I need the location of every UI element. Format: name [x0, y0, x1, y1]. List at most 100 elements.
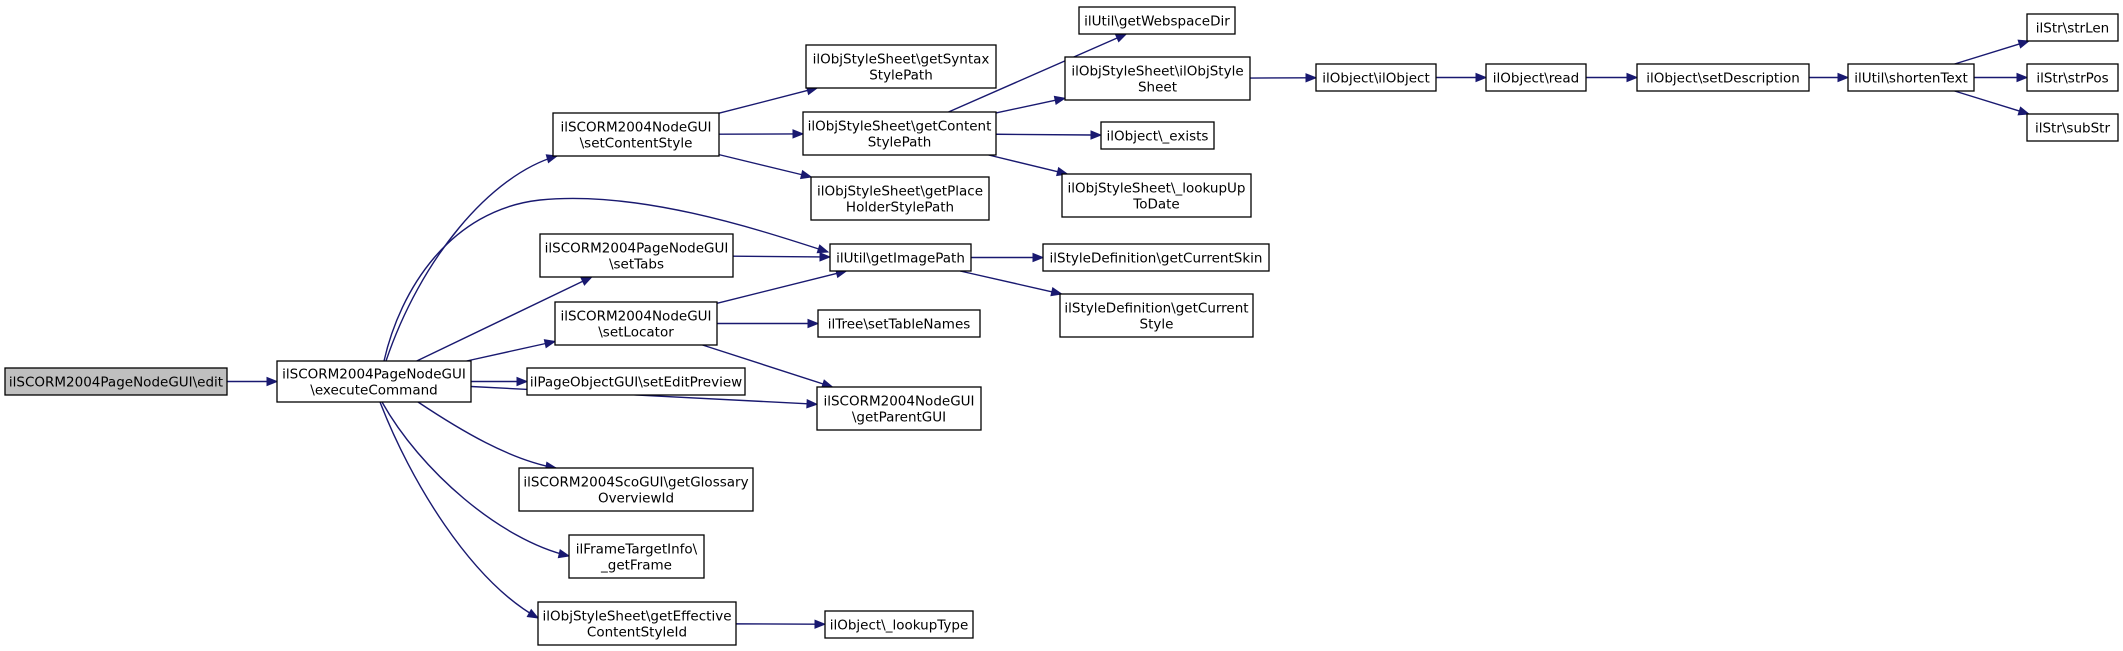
edge-getContentStylePath-to-lookUpToDate-line: [988, 154, 1059, 173]
edge-exec-to-getImagePath-arrowhead: [816, 244, 830, 254]
node-ilObjStyleSheet-box[interactable]: [1064, 56, 1251, 101]
node-setEditPreview-label-0: ilPageObjectGUI\setEditPreview: [530, 375, 742, 391]
node-strPos-box[interactable]: [2026, 63, 2119, 92]
node-getSyntax-box[interactable]: [805, 44, 997, 89]
node-shortenText-box[interactable]: [1847, 63, 1975, 92]
edge-exec-to-getGlossary: [417, 401, 558, 471]
edge-exec-to-getGlossary-line: [417, 401, 557, 469]
edge-getContentStylePath-to-ilObjStyleSheet: [995, 95, 1067, 114]
node-getCurrentStyle-box[interactable]: [1059, 293, 1254, 338]
node-subStr[interactable]: ilStr\subStr: [2026, 113, 2119, 142]
node-getPlaceHolder-label-0: ilObjStyleSheet\getPlace: [817, 184, 983, 200]
edge-ilObject-to-read-arrowhead: [1475, 72, 1488, 83]
node-setTableNames-box[interactable]: [817, 309, 981, 338]
node-shortenText-label-0: ilUtil\shortenText: [1854, 71, 1968, 87]
node-setEditPreview-box[interactable]: [526, 367, 746, 396]
node-edit[interactable]: ilSCORM2004PageNodeGUI\edit: [4, 367, 228, 396]
node-ilObjStyleSheet[interactable]: ilObjStyleSheet\ilObjStyleSheet: [1064, 56, 1251, 101]
node-setLocator-box[interactable]: [554, 301, 718, 346]
node-setTabs-box[interactable]: [539, 233, 734, 278]
edge-shortenText-to-strPos: [1974, 72, 2029, 83]
node-setLocator-label-0: ilSCORM2004NodeGUI: [560, 309, 711, 325]
edge-setDescription-to-shortenText: [1809, 72, 1850, 83]
node-getContentStylePath-label-0: ilObjStyleSheet\getContent: [808, 119, 992, 135]
node-getCurrentStyle-label-1: Style: [1140, 317, 1174, 333]
node-exists-label-0: ilObject\_exists: [1107, 129, 1209, 145]
edge-edit-to-exec-arrowhead: [266, 376, 279, 387]
node-getParentGUI[interactable]: ilSCORM2004NodeGUI\getParentGUI: [816, 386, 982, 431]
node-exists[interactable]: ilObject\_exists: [1100, 121, 1215, 150]
node-lookUpToDate-label-0: ilObjStyleSheet\_lookupUp: [1068, 181, 1246, 197]
node-getWebspaceDir-label-0: ilUtil\getWebspaceDir: [1084, 14, 1230, 30]
node-setContentStyle[interactable]: ilSCORM2004NodeGUI\setContentStyle: [552, 112, 720, 157]
node-read-box[interactable]: [1485, 63, 1587, 92]
edge-getContentStylePath-to-getWebspaceDir-line: [948, 36, 1119, 113]
node-strPos[interactable]: ilStr\strPos: [2026, 63, 2119, 92]
edge-exec-to-getEffective-arrowhead: [526, 608, 540, 619]
node-getEffective[interactable]: ilObjStyleSheet\getEffectiveContentStyle…: [537, 601, 737, 646]
node-getImagePath-label-0: ilUtil\getImagePath: [836, 251, 965, 267]
node-ilObject-box[interactable]: [1315, 63, 1437, 92]
node-strLen[interactable]: ilStr\strLen: [2026, 13, 2119, 42]
node-exec[interactable]: ilSCORM2004PageNodeGUI\executeCommand: [276, 360, 472, 403]
node-setTableNames-label-0: ilTree\setTableNames: [828, 317, 971, 333]
node-getImagePath[interactable]: ilUtil\getImagePath: [829, 243, 972, 272]
edge-getContentStylePath-to-exists-line: [995, 133, 1093, 136]
node-getCurrentSkin-box[interactable]: [1042, 243, 1270, 272]
edge-setTabs-to-getImagePath-arrowhead: [819, 252, 832, 262]
node-getEffective-box[interactable]: [537, 601, 737, 646]
edge-shortenText-to-strLen: [1954, 39, 2031, 65]
node-subStr-box[interactable]: [2026, 113, 2119, 142]
edge-setContentStyle-to-getPlaceHolder: [718, 153, 813, 180]
node-getContentStylePath-box[interactable]: [802, 111, 997, 156]
node-setTabs[interactable]: ilSCORM2004PageNodeGUI\setTabs: [539, 233, 734, 278]
node-getWebspaceDir-box[interactable]: [1078, 6, 1236, 35]
edge-exec-to-getParentGUI-arrowhead: [806, 399, 819, 409]
node-getImagePath-box[interactable]: [829, 243, 972, 272]
node-getCurrentSkin[interactable]: ilStyleDefinition\getCurrentSkin: [1042, 243, 1270, 272]
node-ilObject[interactable]: ilObject\ilObject: [1315, 63, 1437, 92]
node-getPlaceHolder-box[interactable]: [810, 176, 990, 221]
node-getParentGUI-box[interactable]: [816, 386, 982, 431]
edge-getImagePath-to-getCurrentSkin: [971, 252, 1045, 263]
node-setTableNames[interactable]: ilTree\setTableNames: [817, 309, 981, 338]
edge-ilObjStyleSheet-to-ilObject: [1249, 73, 1318, 83]
node-getFrame-box[interactable]: [568, 534, 705, 579]
node-edit-box[interactable]: [4, 367, 228, 396]
edge-getContentStylePath-to-exists: [995, 130, 1103, 140]
edge-setContentStyle-to-getSyntax: [718, 86, 819, 114]
edge-setLocator-to-getParentGUI-line: [702, 344, 825, 385]
node-setLocator[interactable]: ilSCORM2004NodeGUI\setLocator: [554, 301, 718, 346]
node-exec-box[interactable]: [276, 360, 472, 403]
node-strLen-box[interactable]: [2026, 13, 2119, 42]
edge-setLocator-to-setTableNames: [717, 318, 820, 329]
edge-setContentStyle-to-getPlaceHolder-line: [718, 153, 803, 176]
node-lookupType-label-0: ilObject\_lookupType: [830, 618, 969, 634]
node-getWebspaceDir[interactable]: ilUtil\getWebspaceDir: [1078, 6, 1236, 35]
node-setDescription[interactable]: ilObject\setDescription: [1636, 63, 1810, 92]
edge-read-to-setDescription-arrowhead: [1626, 72, 1639, 83]
node-getFrame[interactable]: ilFrameTargetInfo\_getFrame: [568, 534, 705, 579]
node-setDescription-box[interactable]: [1636, 63, 1810, 92]
node-read[interactable]: ilObject\read: [1485, 63, 1587, 92]
node-lookupType[interactable]: ilObject\_lookupType: [824, 610, 974, 639]
node-read-label-0: ilObject\read: [1493, 71, 1579, 87]
node-getFrame-label-1: _getFrame: [600, 558, 672, 574]
node-lookupType-box[interactable]: [824, 610, 974, 639]
edge-getImagePath-to-getCurrentStyle-arrowhead: [1050, 287, 1063, 297]
node-setDescription-label-0: ilObject\setDescription: [1646, 71, 1800, 87]
node-shortenText[interactable]: ilUtil\shortenText: [1847, 63, 1975, 92]
node-exists-box[interactable]: [1100, 121, 1215, 150]
edge-exec-to-setLocator-arrowhead: [543, 339, 557, 349]
node-getGlossary-box[interactable]: [518, 467, 754, 512]
node-lookUpToDate-box[interactable]: [1061, 173, 1252, 218]
node-setEditPreview[interactable]: ilPageObjectGUI\setEditPreview: [526, 367, 746, 396]
node-setContentStyle-box[interactable]: [552, 112, 720, 157]
edge-read-to-setDescription: [1586, 72, 1639, 83]
